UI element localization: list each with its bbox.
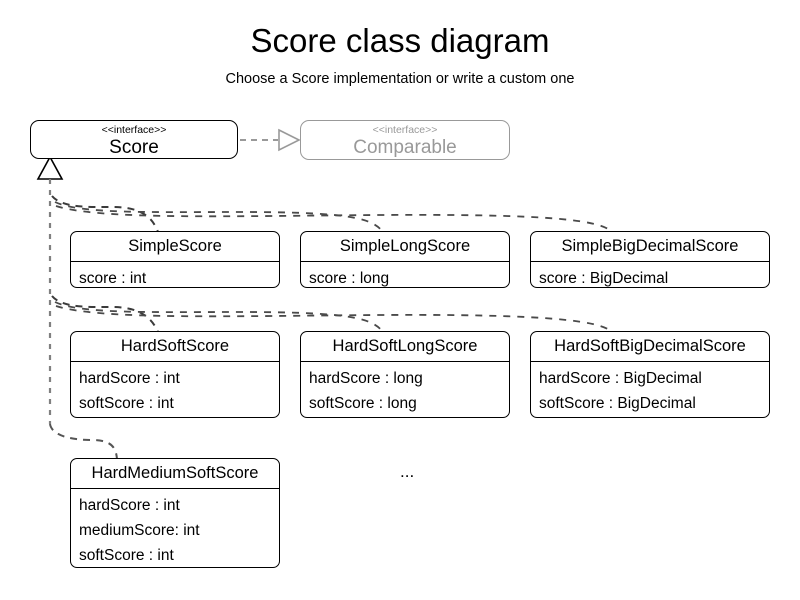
- page-subtitle: Choose a Score implementation or write a…: [225, 71, 575, 87]
- realization-arrowhead-icon: [278, 128, 301, 152]
- class-attribute: hardScore : int: [79, 497, 180, 514]
- class-attributes: score : long: [301, 262, 509, 287]
- more-classes-ellipsis: ...: [400, 462, 415, 481]
- class-attributes: score : BigDecimal: [531, 262, 769, 287]
- class-name: HardSoftBigDecimalScore: [531, 332, 769, 362]
- interface-stereotype: <<interface>>: [101, 124, 167, 136]
- class-name: HardSoftLongScore: [301, 332, 509, 362]
- branch-simple-long-score: [54, 201, 384, 233]
- class-attribute: softScore : int: [79, 395, 174, 412]
- branch-hard-medium-soft-score: [49, 423, 118, 460]
- class-box-hard-medium-soft-score[interactable]: HardMediumSoftScore hardScore : int medi…: [70, 458, 280, 568]
- class-attributes: hardScore : long softScore : long: [301, 362, 509, 417]
- interface-stereotype: <<interface>>: [372, 124, 438, 136]
- branch-simple-bigdecimal-score: [55, 205, 613, 233]
- class-attribute: hardScore : BigDecimal: [539, 370, 702, 387]
- interface-box-score[interactable]: <<interface>> Score: [30, 120, 238, 159]
- class-name: SimpleBigDecimalScore: [531, 232, 769, 262]
- interface-name: Score: [109, 137, 159, 158]
- class-attribute: score : int: [79, 270, 147, 287]
- class-attribute: softScore : long: [309, 395, 417, 412]
- class-name: HardSoftScore: [71, 332, 279, 362]
- class-name: SimpleLongScore: [301, 232, 509, 262]
- class-box-simple-bigdecimal-score[interactable]: SimpleBigDecimalScore score : BigDecimal: [530, 231, 770, 288]
- class-attribute: mediumScore: int: [79, 522, 200, 539]
- branch-hard-soft-score: [51, 295, 159, 333]
- class-box-simple-score[interactable]: SimpleScore score : int: [70, 231, 280, 288]
- class-attribute: hardScore : long: [309, 370, 423, 387]
- class-attribute: softScore : int: [79, 547, 174, 564]
- class-attribute: score : long: [309, 270, 390, 287]
- page-title: Score class diagram: [250, 22, 550, 59]
- class-attribute: softScore : BigDecimal: [539, 395, 696, 412]
- interface-name: Comparable: [353, 137, 457, 158]
- branch-hard-soft-long-score: [54, 301, 384, 333]
- class-attributes: hardScore : int softScore : int: [71, 362, 279, 417]
- class-box-hard-soft-score[interactable]: HardSoftScore hardScore : int softScore …: [70, 331, 280, 418]
- class-attribute: hardScore : int: [79, 370, 180, 387]
- class-box-hard-soft-long-score[interactable]: HardSoftLongScore hardScore : long softS…: [300, 331, 510, 418]
- class-name: SimpleScore: [71, 232, 279, 262]
- generalization-triangle-icon: [36, 155, 64, 180]
- class-attributes: score : int: [71, 262, 279, 287]
- class-attributes: hardScore : int mediumScore: int softSco…: [71, 489, 279, 567]
- interface-box-comparable[interactable]: <<interface>> Comparable: [300, 120, 510, 160]
- branch-hard-soft-bigdecimal-score: [55, 305, 613, 333]
- class-name: HardMediumSoftScore: [71, 459, 279, 489]
- class-attributes: hardScore : BigDecimal softScore : BigDe…: [531, 362, 769, 417]
- branch-simple-score: [51, 195, 159, 233]
- class-box-hard-soft-bigdecimal-score[interactable]: HardSoftBigDecimalScore hardScore : BigD…: [530, 331, 770, 418]
- class-box-simple-long-score[interactable]: SimpleLongScore score : long: [300, 231, 510, 288]
- class-attribute: score : BigDecimal: [539, 270, 669, 287]
